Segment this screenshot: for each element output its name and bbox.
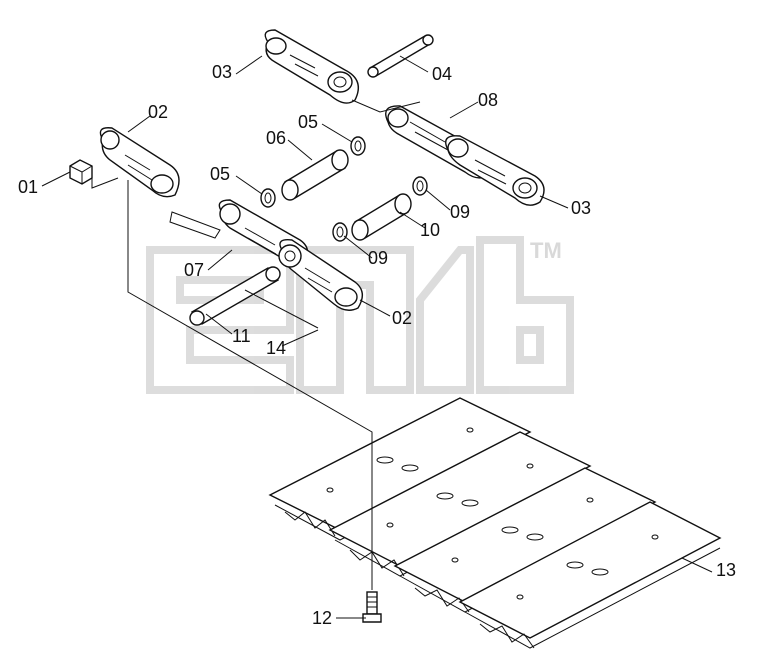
master-link-upper (264, 29, 359, 104)
seal-05b (260, 188, 276, 208)
watermark-glyph-2 (296, 246, 414, 394)
watermark-glyph-3 (416, 246, 474, 394)
assembly-outline-2 (169, 211, 221, 239)
callout-11: 11 (232, 326, 251, 346)
callout-13: 13 (716, 560, 736, 580)
link-lower-02 (278, 239, 363, 311)
callout-02-upper: 02 (148, 102, 168, 122)
track-pin-11 (189, 266, 281, 326)
track-shoe-assembly (268, 397, 722, 649)
callout-07: 07 (184, 260, 204, 280)
bushing-10 (351, 193, 412, 241)
watermark-glyph-4 (476, 236, 574, 394)
nut-leader (91, 177, 119, 189)
seal-05a (350, 136, 366, 156)
callout-08: 08 (478, 90, 498, 110)
track-bolt (362, 591, 382, 623)
bushing-06 (281, 149, 349, 201)
watermark-glyph-1 (146, 246, 294, 394)
callout-05-upper: 05 (298, 112, 318, 132)
callout-03-lower: 03 (571, 198, 591, 218)
callout-14: 14 (266, 338, 286, 358)
assembly-outline-1 (351, 99, 421, 113)
watermark-tm: TM (530, 238, 562, 263)
bolt-reference-line (127, 180, 373, 590)
watermark: TM (146, 236, 574, 394)
callout-03-upper: 03 (212, 62, 232, 82)
callout-labels: 01 02 02 03 03 04 05 05 06 07 08 09 09 1… (18, 62, 736, 628)
callout-09-lower: 09 (368, 248, 388, 268)
pin-reference-line (244, 289, 319, 329)
callout-06: 06 (266, 128, 286, 148)
shoe-holes (326, 427, 659, 600)
link-left-02 (99, 127, 180, 198)
track-nut (69, 159, 93, 185)
callout-10: 10 (420, 220, 440, 240)
seal-09b (332, 222, 348, 242)
seal-09a (412, 176, 428, 196)
callout-04: 04 (432, 64, 452, 84)
callout-02-lower: 02 (392, 308, 412, 328)
link-right-03 (445, 135, 545, 206)
leader-lines (41, 55, 713, 619)
callout-05-lower: 05 (210, 164, 230, 184)
callout-12: 12 (312, 608, 332, 628)
callout-01: 01 (18, 177, 38, 197)
callout-09-upper: 09 (450, 202, 470, 222)
